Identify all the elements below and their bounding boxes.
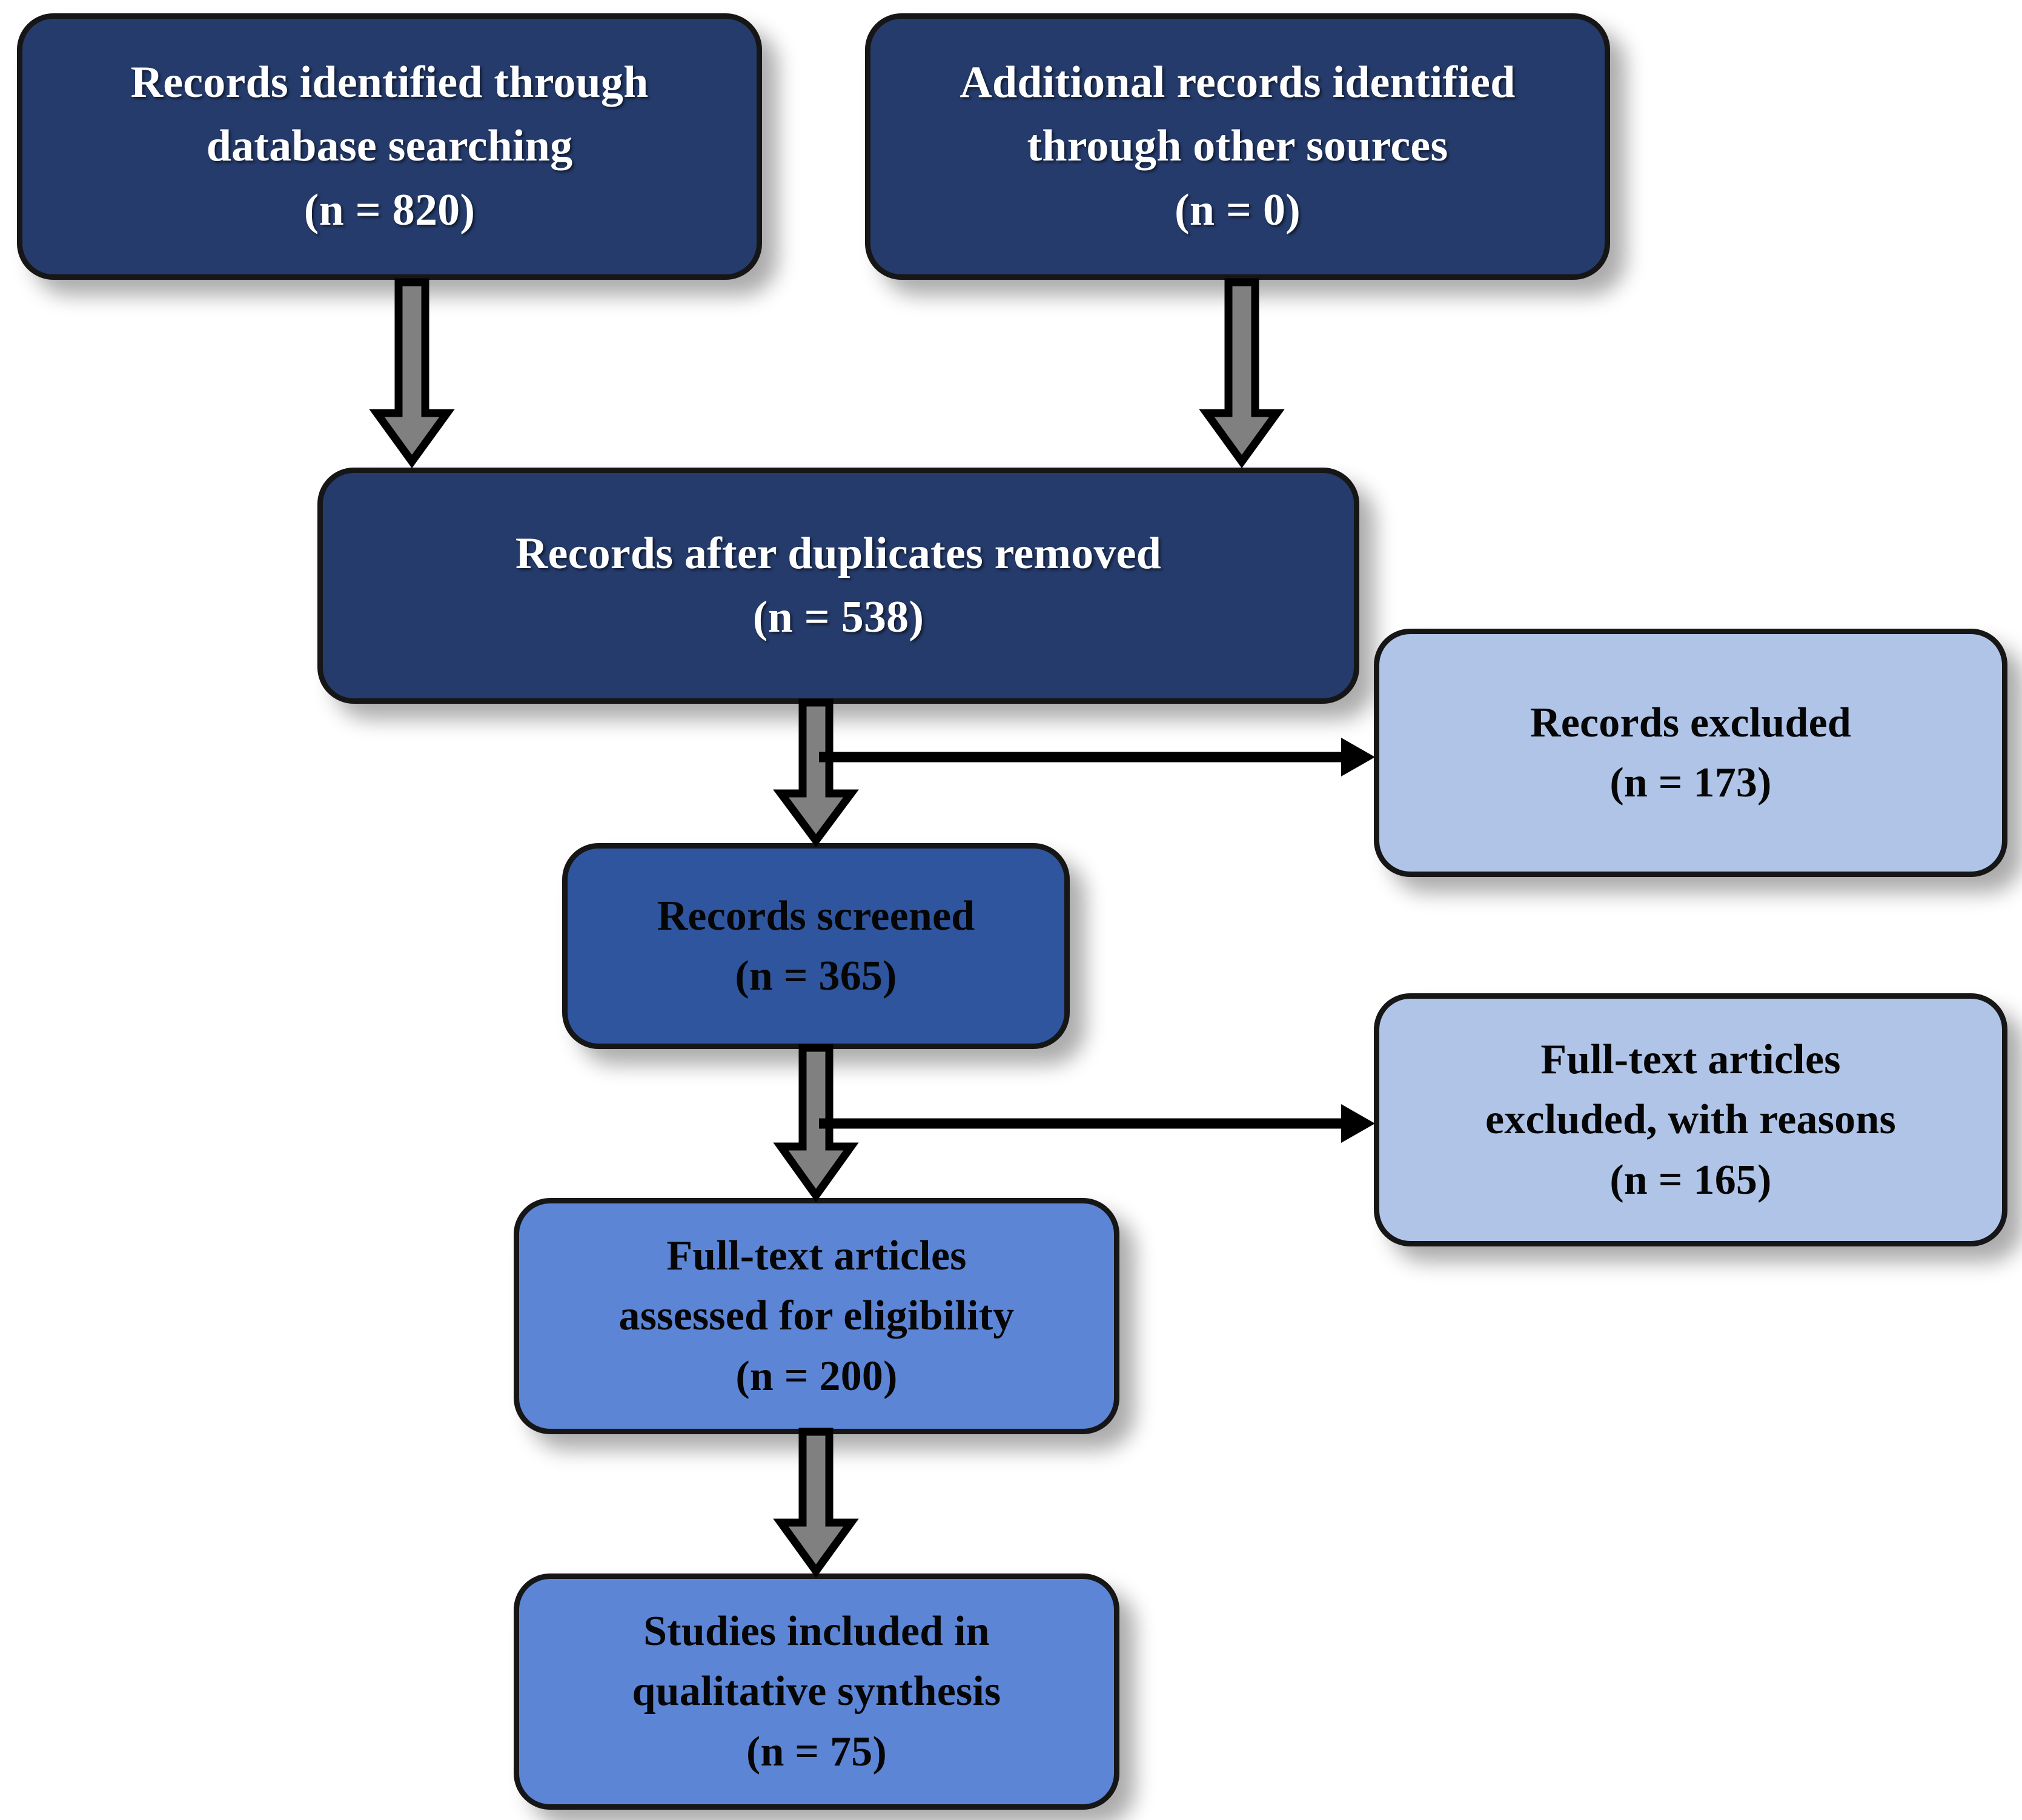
node-count: (n = 165) xyxy=(1609,1156,1772,1203)
node-fulltext-assessed-eligibility: Full-text articles assessed for eligibil… xyxy=(514,1198,1119,1434)
node-line-2: qualitative synthesis xyxy=(632,1668,1001,1715)
node-count: (n = 820) xyxy=(303,185,476,235)
arrow-to-records-excluded xyxy=(819,733,1382,781)
node-count: (n = 75) xyxy=(746,1728,887,1775)
node-fulltext-excluded-with-reasons: Full-text articles excluded, with reason… xyxy=(1374,993,2007,1246)
node-line-1: Records excluded xyxy=(1530,699,1852,746)
node-line-1: Full-text articles xyxy=(1540,1036,1841,1083)
arrow-fulltext-to-included xyxy=(773,1428,859,1578)
node-records-after-duplicates-removed: Records after duplicates removed (n = 53… xyxy=(317,468,1359,704)
node-line-2: database searching xyxy=(206,121,573,171)
node-count: (n = 538) xyxy=(752,592,924,642)
node-studies-included-qualitative-synthesis: Studies included in qualitative synthesi… xyxy=(514,1573,1119,1810)
node-line-1: Records identified through xyxy=(130,58,649,108)
node-line-1: Studies included in xyxy=(643,1607,990,1655)
arrow-screened-to-fulltext xyxy=(773,1044,859,1203)
node-line-1: Records after duplicates removed xyxy=(515,528,1162,578)
node-count: (n = 173) xyxy=(1609,759,1772,806)
node-count: (n = 200) xyxy=(735,1352,898,1400)
arrow-duplicates-to-screened xyxy=(773,698,859,847)
node-count: (n = 0) xyxy=(1174,185,1301,235)
node-records-screened: Records screened (n = 365) xyxy=(562,843,1070,1049)
arrow-database-to-duplicates xyxy=(369,278,455,469)
node-line-1: Full-text articles xyxy=(666,1232,967,1279)
node-line-2: through other sources xyxy=(1027,121,1448,171)
node-line-2: assessed for eligibility xyxy=(618,1292,1015,1340)
node-count: (n = 365) xyxy=(735,953,897,999)
node-records-excluded: Records excluded (n = 173) xyxy=(1374,629,2007,877)
arrow-to-fulltext-excluded xyxy=(819,1099,1382,1148)
node-line-1: Records screened xyxy=(657,892,975,939)
node-records-identified-database: Records identified through database sear… xyxy=(17,13,762,280)
node-line-2: excluded, with reasons xyxy=(1485,1096,1896,1143)
node-line-1: Additional records identified xyxy=(960,58,1516,108)
node-additional-records-other-sources: Additional records identified through ot… xyxy=(865,13,1610,280)
arrow-other-sources-to-duplicates xyxy=(1199,278,1285,469)
